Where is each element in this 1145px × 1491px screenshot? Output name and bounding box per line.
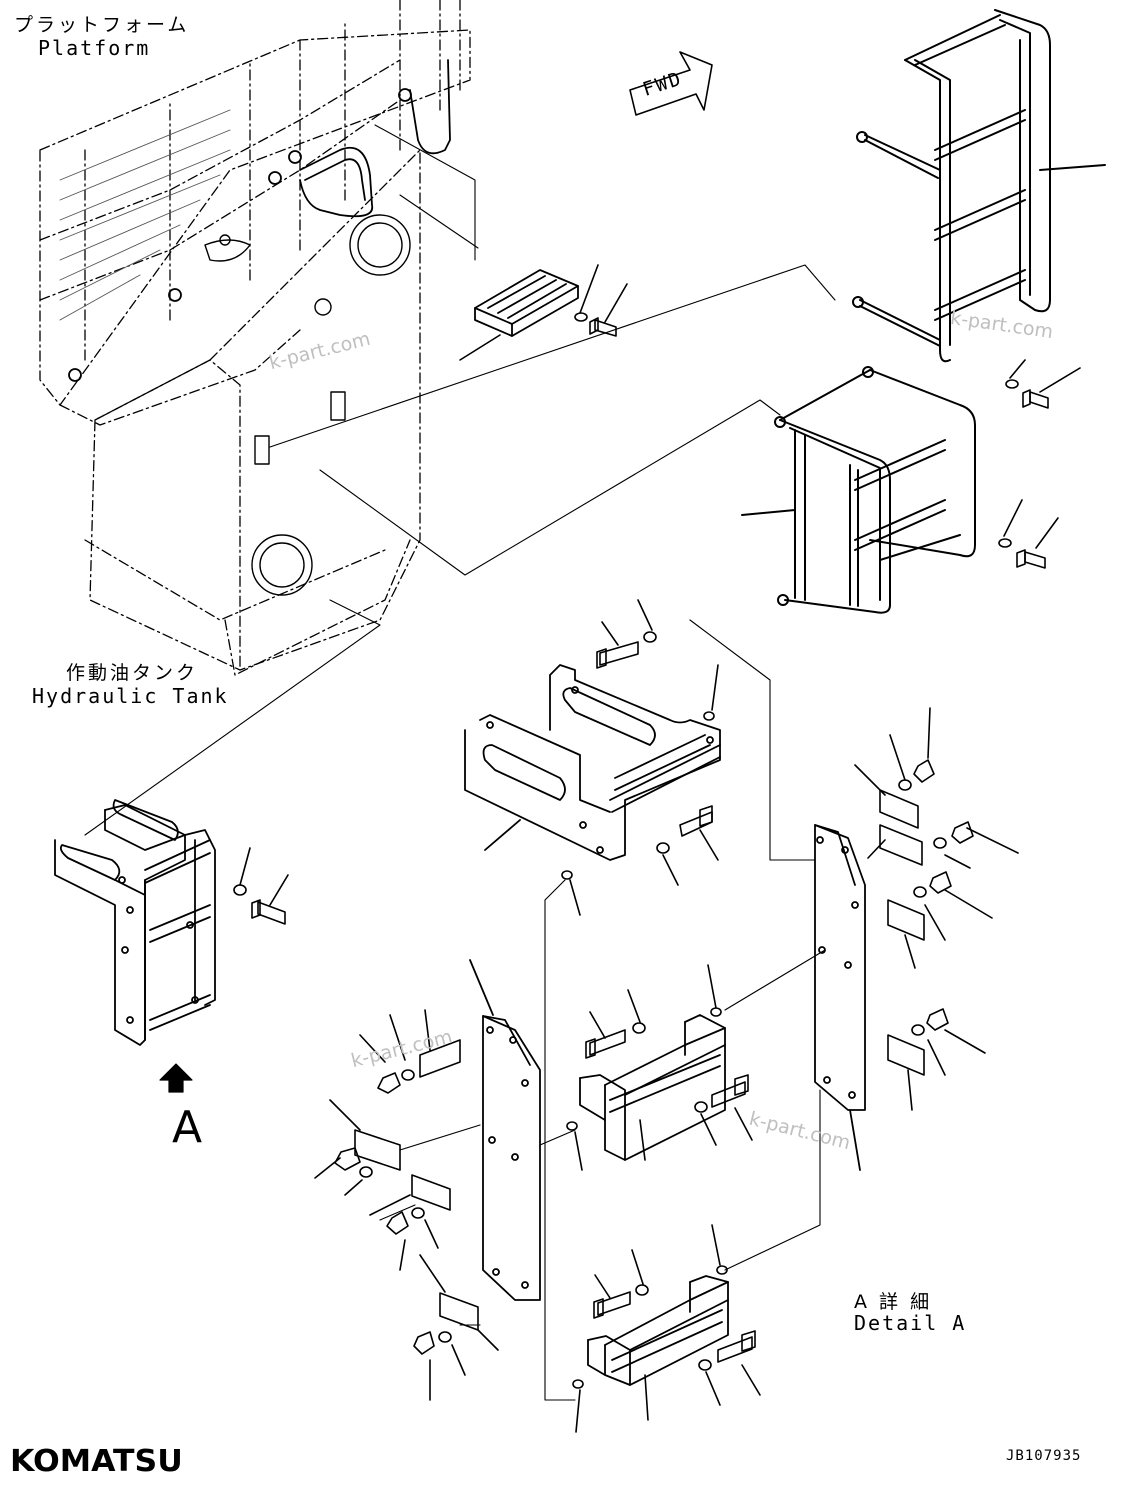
platform-hatch-dots [59, 109, 231, 321]
washer-bolt-1 [459, 264, 628, 361]
plates-nuts-left [314, 1009, 499, 1401]
platform-label-jp: プラットフォーム [14, 14, 190, 36]
step-bracket-top [464, 664, 721, 861]
hydraulic-tank-outline [84, 149, 421, 676]
bolt-washer-middle [566, 964, 753, 1171]
komatsu-logo: KOMATSU [10, 1444, 183, 1479]
hydraulic-tank-label-jp: 作動油タンク [66, 662, 199, 684]
leader-lines [84, 124, 836, 1401]
step-tread-middle [579, 1014, 726, 1161]
step-tread-bottom [587, 1275, 729, 1386]
plates-nuts-right [854, 707, 1019, 1111]
washer-bolt-ladders [998, 359, 1081, 569]
bolt-washer-view-a [233, 847, 289, 925]
ladder-lower [741, 366, 976, 614]
view-a-marker: A [172, 1102, 203, 1153]
mounting-plate-right [814, 824, 866, 1171]
hydraulic-tank-label: Hydraulic Tank [32, 684, 229, 708]
platform-outline [39, 0, 471, 426]
step-tread-upper [474, 269, 579, 337]
ladder-upper [852, 9, 1106, 363]
forward-arrow-icon [629, 51, 713, 116]
platform-label: Platform [38, 36, 151, 60]
detail-a-label-jp: A 詳 細 [854, 1291, 933, 1313]
bolt-washer-bottom [572, 1224, 761, 1433]
tank-details [204, 214, 411, 596]
platform-handrail [68, 59, 451, 382]
view-a-arrow-icon [159, 1063, 193, 1093]
step-assembly-view-a [54, 799, 216, 1046]
drawing-code: JB107935 [1006, 1448, 1082, 1464]
mounting-plate-left [469, 959, 541, 1301]
bolt-washer-top [561, 599, 719, 916]
detail-a-label: Detail A [854, 1311, 967, 1335]
